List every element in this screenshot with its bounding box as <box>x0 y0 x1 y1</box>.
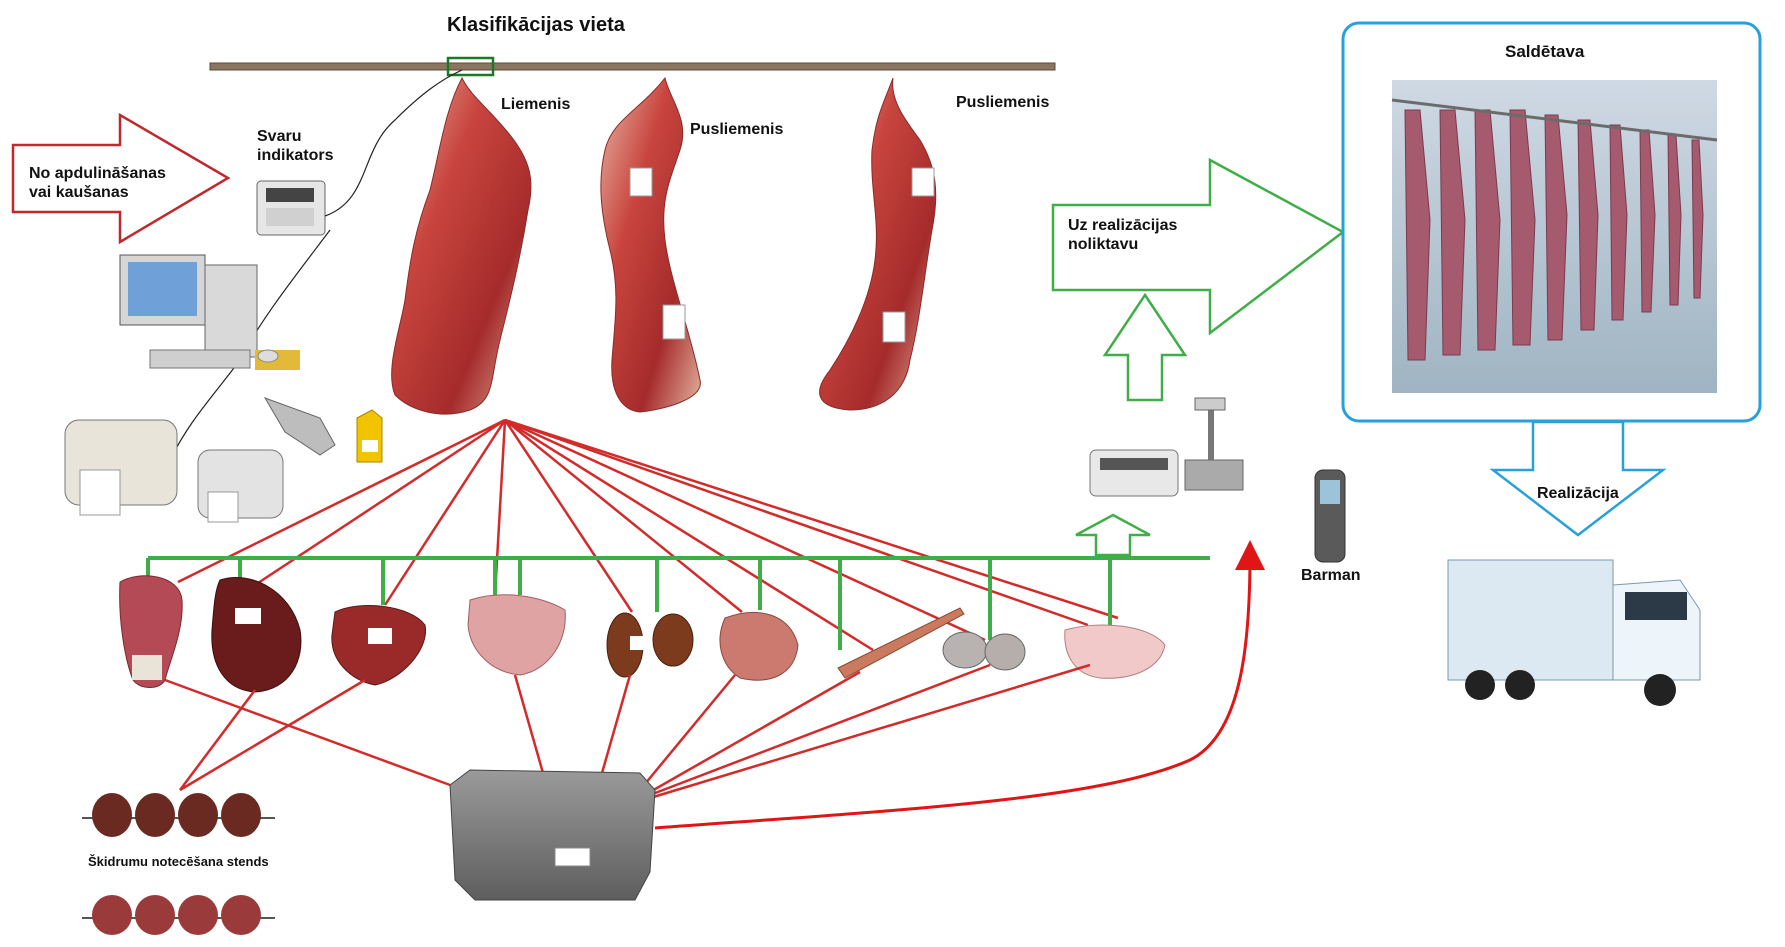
diagram-title: Klasifikācijas vieta <box>447 14 625 36</box>
drain-stand-row-1 <box>82 793 275 837</box>
organ-heart <box>331 605 426 686</box>
warehouse-arrow-label-2: noliktavu <box>1068 236 1139 253</box>
scale-indicator-label-1: Svaru <box>257 128 302 145</box>
to-warehouse-arrow <box>1051 157 1346 336</box>
carcass-label-half-1: Pusliemenis <box>690 121 784 138</box>
handheld-terminal-device <box>1314 469 1346 563</box>
carcass-half-1 <box>600 76 701 413</box>
inbound-arrow-label-1: No apdulināšanas <box>29 165 166 182</box>
tray-to-terminal-arrow <box>654 540 1265 830</box>
scale-cable <box>324 69 463 217</box>
tray-link-lines <box>164 663 1091 800</box>
inbound-arrow-label-2: vai kaušanas <box>29 184 129 201</box>
organ-tail <box>837 607 965 679</box>
organ-liver <box>211 576 302 693</box>
green-bus <box>146 556 1210 650</box>
freezer-title: Saldētava <box>1505 42 1585 61</box>
carcass-label-whole: Liemenis <box>501 96 571 113</box>
realization-label: Realizācija <box>1537 485 1619 502</box>
label-printer-small <box>197 449 284 523</box>
green-up-arrow-upper <box>1102 292 1188 402</box>
organ-meat-piece <box>719 611 799 681</box>
carcass-label-half-2: Pusliemenis <box>956 94 1050 111</box>
computer-workstation <box>119 254 300 370</box>
carcass-whole <box>391 76 532 415</box>
green-up-arrow-lower <box>1075 513 1151 557</box>
organ-glands <box>942 631 1026 671</box>
organ-kidneys <box>606 612 694 678</box>
drain-stand-label: Škidrumu notecēšana stends <box>88 854 269 869</box>
organ-tongue <box>119 575 183 688</box>
overhead-rail <box>209 62 1056 71</box>
classification-point-marker <box>446 56 495 77</box>
ear-tag <box>356 409 383 463</box>
label-printer-large <box>64 419 178 516</box>
scale-indicator-device <box>256 180 326 236</box>
drain-stand-row-2 <box>82 895 275 935</box>
barcode-scanner <box>263 397 336 456</box>
inbound-arrow <box>11 112 231 245</box>
delivery-truck <box>1447 559 1701 706</box>
collection-tray <box>449 769 656 901</box>
terminal-label: Barman <box>1301 567 1361 584</box>
carcass-half-2 <box>819 77 937 411</box>
organ-lungs <box>467 594 566 676</box>
warehouse-arrow-label-1: Uz realizācijas <box>1068 217 1178 234</box>
freezer-photo <box>1391 80 1718 393</box>
realization-arrow <box>1489 420 1667 537</box>
retail-scales <box>1089 397 1244 497</box>
scale-indicator-label-2: indikators <box>257 147 334 164</box>
organ-stomach <box>1064 624 1166 679</box>
